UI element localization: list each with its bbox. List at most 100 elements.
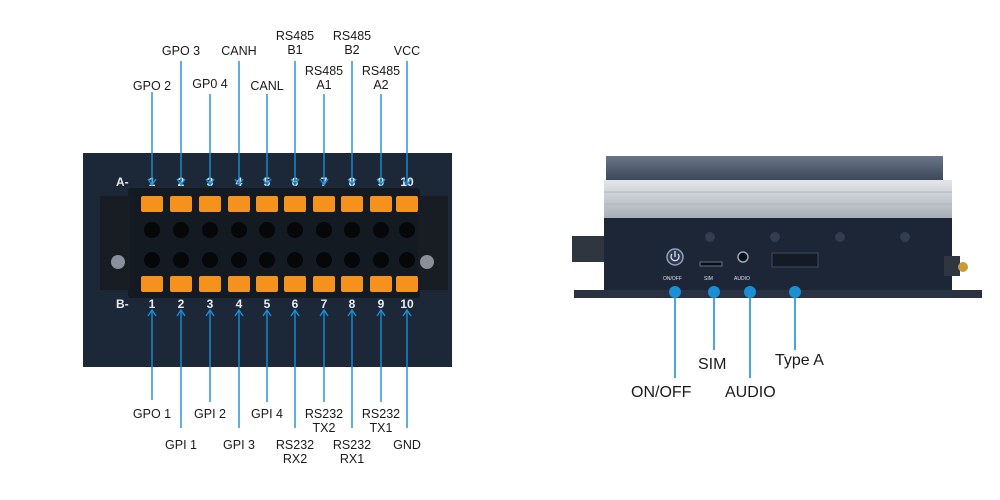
callout-arrow-top-9: [376, 178, 386, 187]
row-b-pin-number: 6: [292, 297, 299, 311]
row-a-prefix: A-: [116, 175, 129, 189]
callout-arrow-top-1: [147, 178, 157, 187]
callout-onoff-label: ON/OFF: [631, 384, 692, 401]
panel-screw-2: [770, 232, 780, 242]
terminal-hole-b-8: [344, 252, 360, 268]
bottom-pin-label-3: GPI 2: [194, 407, 226, 421]
row-b-pin-number: 8: [349, 297, 356, 311]
callout-arrow-bottom-9: [376, 308, 386, 317]
terminal-hole-b-7: [316, 252, 332, 268]
device-callouts: ON/OFF SIM AUDIO Type A: [631, 286, 824, 401]
callout-arrow-top-3: [205, 178, 215, 187]
terminal-hole-a-4: [231, 222, 247, 238]
bottom-pin-label-9: RS232: [362, 407, 400, 421]
screw-left: [111, 255, 125, 269]
terminal-latch-a-5[interactable]: [256, 196, 278, 212]
connector-housing: [128, 188, 420, 298]
terminal-hole-a-2: [173, 222, 189, 238]
terminal-latch-b-4[interactable]: [228, 276, 250, 292]
callout-arrow-bottom-10: [402, 308, 412, 317]
sim-slot[interactable]: [699, 261, 723, 267]
screw-right: [420, 255, 434, 269]
antenna-connector: [944, 256, 960, 276]
callout-dot-typea: [789, 286, 801, 298]
bottom-pin-label-7: TX2: [313, 421, 336, 435]
top-pin-label-3: GP0 4: [192, 77, 227, 91]
terminal-hole-b-2: [173, 252, 189, 268]
type-a-port[interactable]: [771, 252, 819, 268]
callout-arrow-top-7: [319, 178, 329, 187]
mount-flange-right: [418, 196, 448, 290]
bottom-pin-label-4: GPI 3: [223, 438, 255, 452]
terminal-hole-b-10: [399, 252, 415, 268]
callout-typea-label: Type A: [775, 352, 824, 369]
callout-arrow-top-8: [347, 178, 357, 187]
top-pin-label-7: RS485: [305, 64, 343, 78]
callout-arrow-top-6: [290, 178, 300, 187]
bottom-pin-label-5: GPI 4: [251, 407, 283, 421]
callout-dot-audio: [744, 286, 756, 298]
audio-jack[interactable]: [737, 251, 749, 263]
terminal-latch-b-6[interactable]: [284, 276, 306, 292]
callout-arrow-bottom-6: [290, 308, 300, 317]
terminal-latch-a-9[interactable]: [370, 196, 392, 212]
callout-arrow-top-5: [262, 178, 272, 187]
terminal-hole-b-9: [373, 252, 389, 268]
bottom-pin-label-8: RX1: [340, 452, 364, 466]
callout-arrow-top-10: [402, 178, 412, 187]
bottom-pin-label-7: RS232: [305, 407, 343, 421]
terminal-hole-a-8: [344, 222, 360, 238]
terminal-latch-a-10[interactable]: [396, 196, 418, 212]
bottom-pin-label-6: RX2: [283, 452, 307, 466]
terminal-latch-b-9[interactable]: [370, 276, 392, 292]
terminal-hole-a-9: [373, 222, 389, 238]
bottom-pin-label-10: GND: [393, 438, 421, 452]
terminal-latch-a-4[interactable]: [228, 196, 250, 212]
row-b-pin-number: 7: [321, 297, 328, 311]
panel-screw-4: [900, 232, 910, 242]
terminal-latch-a-8[interactable]: [341, 196, 363, 212]
device-top-cover: [606, 156, 943, 180]
top-pin-label-8: RS485: [333, 29, 371, 43]
row-b-pin-number: 3: [207, 297, 214, 311]
terminal-latch-b-7[interactable]: [313, 276, 335, 292]
terminal-latch-b-2[interactable]: [170, 276, 192, 292]
terminal-latch-b-3[interactable]: [199, 276, 221, 292]
terminal-hole-b-5: [259, 252, 275, 268]
terminal-latch-b-10[interactable]: [396, 276, 418, 292]
terminal-latch-a-7[interactable]: [313, 196, 335, 212]
terminal-hole-a-6: [287, 222, 303, 238]
row-b-pin-number: 10: [400, 297, 414, 311]
terminal-hole-a-5: [259, 222, 275, 238]
terminal-hole-a-10: [399, 222, 415, 238]
terminal-latch-a-3[interactable]: [199, 196, 221, 212]
panel-screw-3: [835, 232, 845, 242]
terminal-latch-a-6[interactable]: [284, 196, 306, 212]
panel-screw-1: [705, 232, 715, 242]
callout-arrow-bottom-1: [147, 308, 157, 317]
bottom-pin-label-6: RS232: [276, 438, 314, 452]
callout-arrow-bottom-8: [347, 308, 357, 317]
terminal-latch-a-1[interactable]: [141, 196, 163, 212]
callout-audio-label: AUDIO: [725, 384, 776, 401]
terminal-latch-b-8[interactable]: [341, 276, 363, 292]
top-pin-label-9: RS485: [362, 64, 400, 78]
power-symbol: [670, 251, 680, 262]
terminal-pins: [141, 196, 418, 292]
terminal-latch-b-1[interactable]: [141, 276, 163, 292]
callout-arrow-top-2: [176, 178, 186, 187]
terminal-hole-b-3: [202, 252, 218, 268]
callout-arrow-bottom-5: [262, 308, 272, 317]
terminal-latch-b-5[interactable]: [256, 276, 278, 292]
row-b-pin-number: 9: [378, 297, 385, 311]
row-b-pin-number: 2: [178, 297, 185, 311]
terminal-hole-b-4: [231, 252, 247, 268]
bottom-pin-label-8: RS232: [333, 438, 371, 452]
callout-dot-sim: [708, 286, 720, 298]
terminal-latch-a-2[interactable]: [170, 196, 192, 212]
